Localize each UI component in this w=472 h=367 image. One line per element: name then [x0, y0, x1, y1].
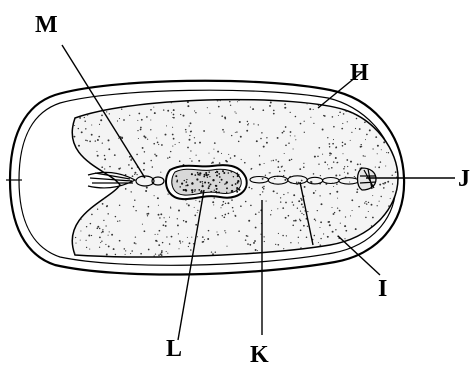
label-M: M — [35, 12, 58, 38]
label-L: L — [166, 336, 182, 362]
label-J: J — [458, 166, 470, 192]
label-I: I — [378, 276, 387, 302]
label-H: H — [350, 60, 369, 86]
label-K: K — [250, 342, 269, 367]
